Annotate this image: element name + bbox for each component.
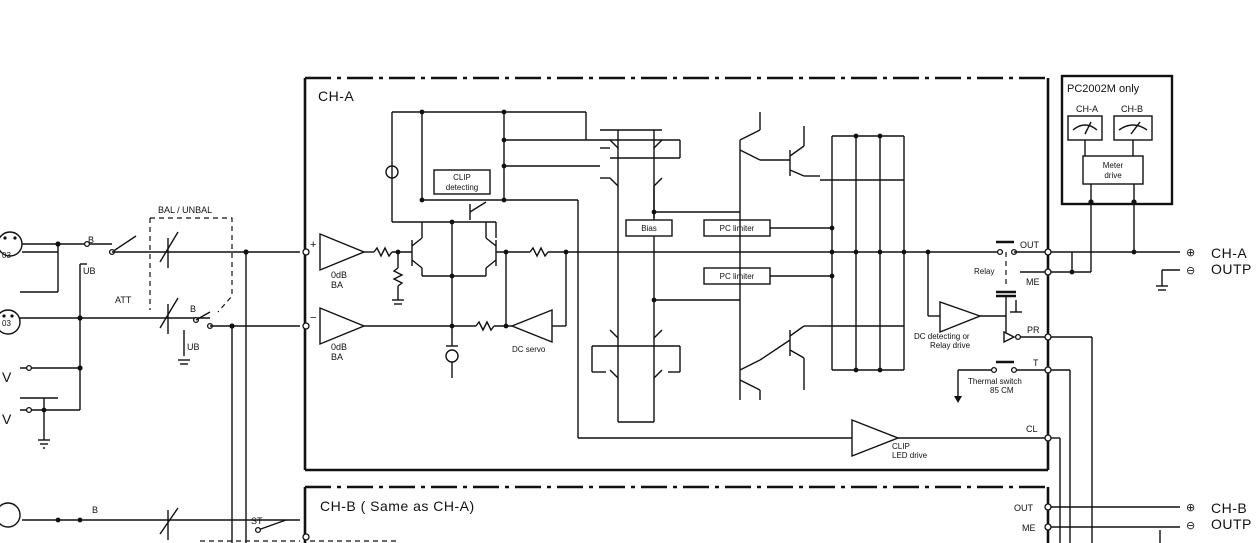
xlr-connector-2-label: 03 <box>2 319 11 328</box>
meter-ch-b-label: CH-B <box>1121 104 1143 114</box>
output-stage <box>739 112 907 400</box>
terminal-pr-label: PR <box>1027 325 1040 335</box>
bias-block <box>625 219 673 237</box>
switch-b-mid-label: B <box>190 304 196 314</box>
xlr-connector-3 <box>0 502 21 528</box>
clip-led-label-1: CLIP <box>892 442 910 451</box>
dc-servo-amp <box>510 308 553 344</box>
ch-a-title: CH-A <box>318 88 354 104</box>
xlr-connector-1-label: 03 <box>2 251 11 260</box>
connector-v1-label: V <box>2 369 12 385</box>
ch-a-minus-icon: ⊖ <box>1186 265 1195 277</box>
switch-b-bottom-label: B <box>92 505 98 515</box>
clip-detecting-block <box>433 169 491 195</box>
ch-b-title: CH-B ( Same as CH-A) <box>320 498 475 514</box>
input-amp-plus-gain: 0dB <box>331 270 347 280</box>
input-amp-minus-sign: − <box>310 312 316 324</box>
pc-limiter-block-2 <box>703 267 832 285</box>
input-amp-plus <box>302 232 366 272</box>
xlr-connector-2 <box>0 309 21 335</box>
terminal-t-label: T <box>1033 358 1039 368</box>
clip-detecting-label-1: CLIP <box>453 173 471 182</box>
ch-b-output-sub-label: OUTP <box>1211 516 1252 532</box>
pc-limiter-block-1 <box>703 219 832 237</box>
terminal-me-label: ME <box>1026 277 1040 287</box>
ch-b-minus-icon: ⊖ <box>1186 520 1195 532</box>
ch-a-plus-icon: ⊕ <box>1186 247 1195 259</box>
input-amp-minus-label: BA <box>331 352 343 362</box>
terminal-out-b-label: OUT <box>1014 503 1034 513</box>
switch-b-top-label: B <box>88 235 94 245</box>
switch-ub-top-label: UB <box>83 266 96 276</box>
driver-stage <box>591 129 740 423</box>
meter-drive-label-2: drive <box>1104 171 1122 180</box>
ch-a-output-sub-label: OUTP <box>1211 261 1252 277</box>
terminal-me-b-label: ME <box>1022 523 1036 533</box>
switch-st-label: ST <box>251 516 263 526</box>
meter-box <box>1060 74 1174 272</box>
ch-b-plus-icon: ⊕ <box>1186 502 1195 514</box>
relay-section <box>925 240 1048 403</box>
thermal-switch-label-1: Thermal switch <box>968 377 1022 386</box>
ch-a-frame <box>303 76 1050 472</box>
input-stage <box>364 109 1000 439</box>
terminal-out-label: OUT <box>1020 240 1040 250</box>
bal-unbal-label: BAL / UNBAL <box>158 205 212 215</box>
output-terminals <box>1044 248 1180 543</box>
clip-led-drive-amp <box>851 418 1048 458</box>
input-wiring <box>20 217 400 543</box>
dc-detect-label-2: Relay drive <box>930 341 971 350</box>
input-amp-plus-sign: + <box>310 239 316 251</box>
ch-a-output-label: CH-A <box>1211 245 1247 261</box>
pc-limiter-label-2: PC limiter <box>720 272 755 281</box>
connector-v2-label: V <box>2 411 12 427</box>
meter-title: PC2002M only <box>1067 83 1140 95</box>
terminal-cl-label: CL <box>1026 424 1038 434</box>
meter-drive-label-1: Meter <box>1103 161 1124 170</box>
thermal-switch-label-2: 85 CM <box>990 386 1014 395</box>
ch-b-output-label: CH-B <box>1211 500 1247 516</box>
relay-label: Relay <box>974 267 994 276</box>
bias-label: Bias <box>641 224 657 233</box>
meter-ch-a-label: CH-A <box>1076 104 1098 114</box>
att-label: ATT <box>115 295 132 305</box>
clip-led-label-2: LED drive <box>892 451 928 460</box>
dc-detect-label-1: DC detecting or <box>914 332 970 341</box>
input-amp-minus <box>302 306 366 346</box>
ch-b-frame <box>303 485 1050 543</box>
input-amp-minus-gain: 0dB <box>331 342 347 352</box>
switch-ub-mid-label: UB <box>187 342 200 352</box>
pc-limiter-label-1: PC limiter <box>720 224 755 233</box>
dc-servo-label: DC servo <box>512 345 546 354</box>
clip-detecting-label-2: detecting <box>446 183 478 192</box>
input-amp-plus-label: BA <box>331 280 343 290</box>
